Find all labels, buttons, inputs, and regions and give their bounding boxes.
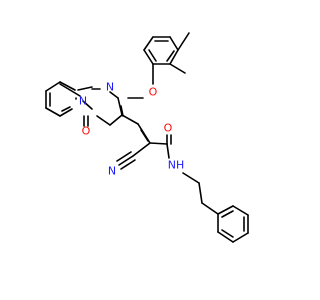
atom-label-ketone-o: O <box>82 125 91 138</box>
diagram-background <box>0 0 300 300</box>
molecule-structure-diagram: N N O O N O NH <box>0 0 300 300</box>
bond <box>140 129 149 142</box>
bond <box>221 229 234 238</box>
bond <box>143 49 154 65</box>
dimethylphenyl-ring <box>143 32 190 74</box>
bond <box>201 202 219 215</box>
bond <box>96 115 111 126</box>
bond <box>221 210 234 218</box>
atom-label-ether-o: O <box>149 86 158 99</box>
bond <box>109 114 123 126</box>
atom-label-ring-n1: N <box>106 81 114 94</box>
methyl-bond <box>177 32 190 51</box>
bond <box>116 151 132 162</box>
bond <box>59 83 81 97</box>
bond <box>182 172 200 184</box>
phenethyl-chain <box>182 172 219 215</box>
bond <box>82 100 93 110</box>
atom-label-nitrile-n: N <box>108 165 116 178</box>
bond <box>169 49 179 65</box>
pyridopyrimidinone-core <box>45 81 124 127</box>
bond <box>232 205 249 216</box>
bond <box>166 143 170 159</box>
bond <box>132 142 151 157</box>
bond <box>45 81 61 92</box>
methyl-bond <box>169 63 186 74</box>
atom-label-layer: N N O O N O NH <box>79 81 184 178</box>
bond <box>121 114 139 125</box>
atom-label-ring-n2: N <box>79 95 87 108</box>
atom-label-amide-o: O <box>164 122 173 135</box>
bond-layer <box>45 32 249 243</box>
bond <box>77 86 93 91</box>
bond <box>166 50 175 62</box>
bond <box>118 155 134 166</box>
bond <box>45 107 61 117</box>
bond <box>61 106 71 112</box>
bond <box>169 36 179 51</box>
bond <box>59 108 73 117</box>
bond <box>217 205 234 215</box>
bond <box>143 36 154 51</box>
terminal-phenyl-ring <box>217 205 249 243</box>
bond <box>120 159 136 170</box>
bond <box>232 232 249 243</box>
bond <box>120 105 124 117</box>
ether-linkage <box>127 63 154 99</box>
bond <box>148 49 157 62</box>
bond <box>109 91 119 99</box>
bond <box>59 81 76 91</box>
cyanoacrylamide-chain <box>116 114 172 170</box>
bond <box>149 142 168 145</box>
bond <box>198 182 203 204</box>
atom-label-amide-nh: NH <box>168 159 185 172</box>
bond <box>117 97 123 116</box>
bond <box>217 231 234 243</box>
